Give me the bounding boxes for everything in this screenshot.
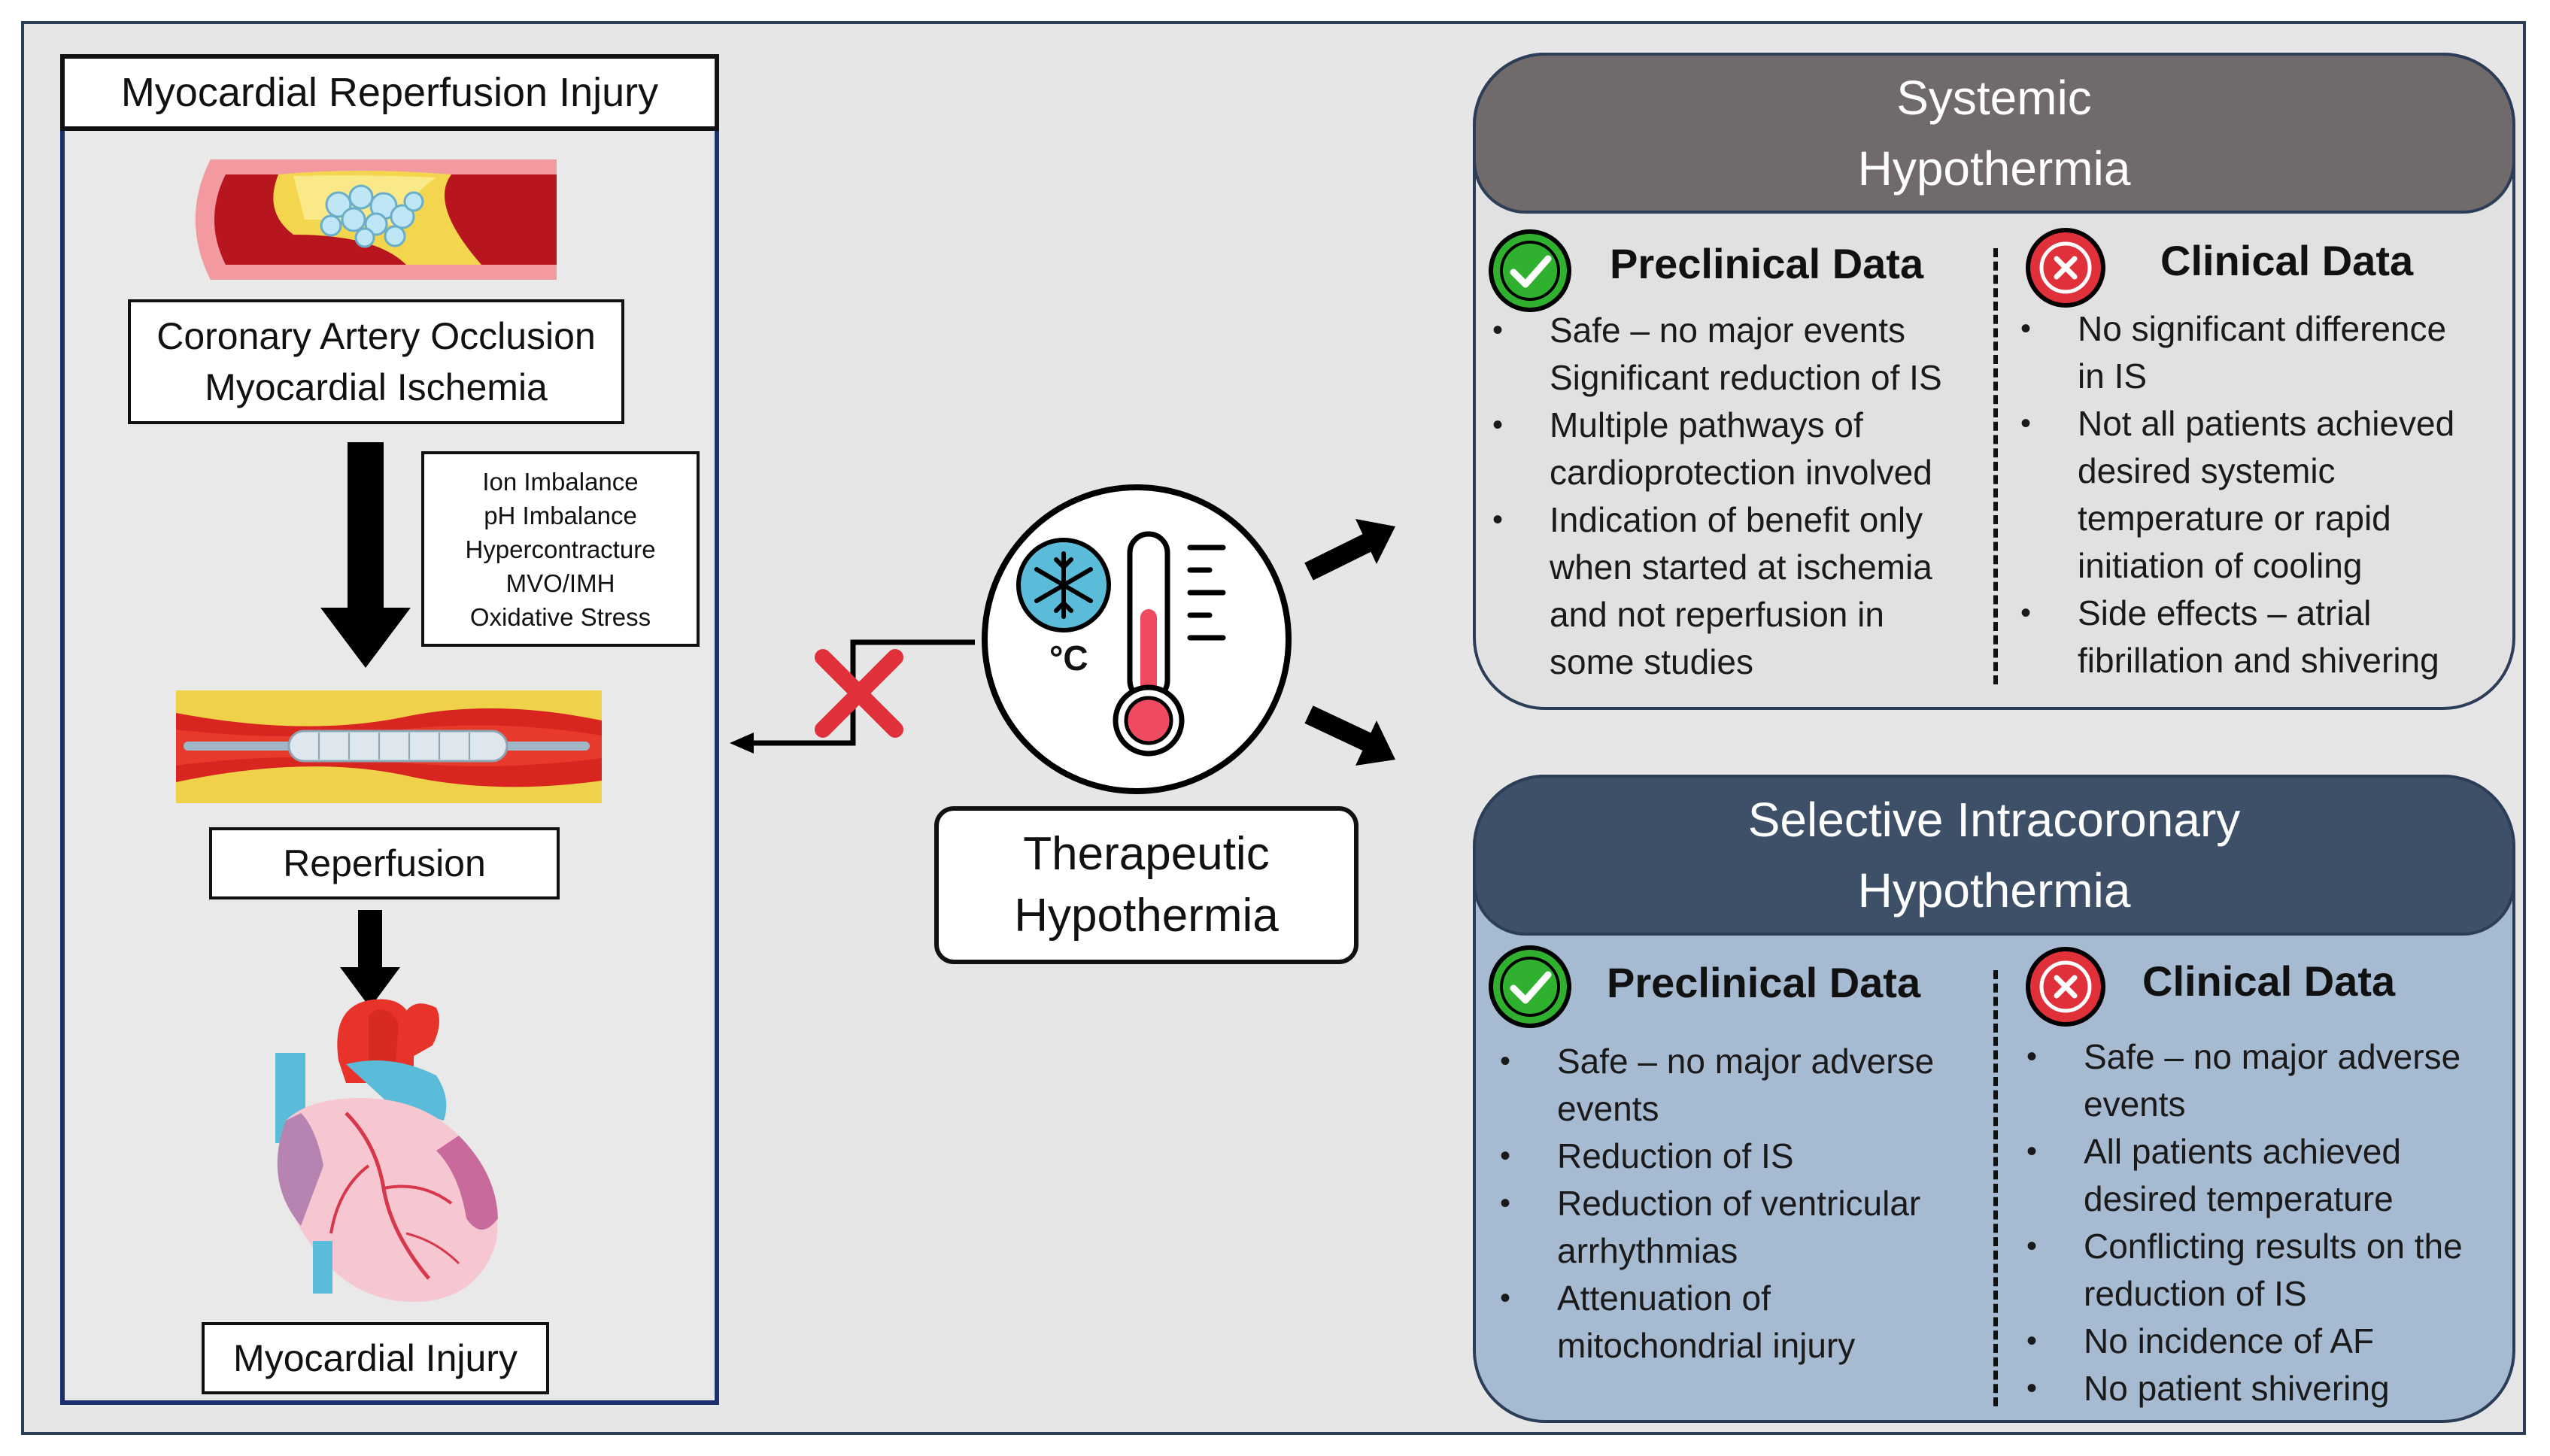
stent-illustration [176, 690, 602, 803]
down-arrow-icon [340, 910, 400, 1008]
mechanism-item: Ion Imbalance [482, 467, 639, 496]
systemic-header: Systemic Hypothermia [1473, 53, 2515, 214]
ischemia-label: Myocardial Ischemia [205, 366, 548, 408]
check-circle-icon [1489, 945, 1571, 1028]
column-separator [1993, 970, 1998, 1406]
down-arrow-icon [320, 442, 411, 668]
heart-illustration [275, 999, 498, 1302]
selective-clinical-title: Clinical Data [2142, 957, 2396, 1005]
mechanisms-box: Ion Imbalance pH Imbalance Hypercontract… [421, 451, 700, 647]
therapy-line2: Hypothermia [1014, 890, 1279, 942]
column-separator [1993, 248, 1998, 684]
degree-label: °C [1049, 639, 1088, 678]
mechanism-item: Oxidative Stress [469, 602, 651, 631]
selective-header: Selective Intracoronary Hypothermia [1473, 775, 2515, 936]
selective-preclinical-title: Preclinical Data [1607, 959, 1921, 1006]
cross-circle-icon [2026, 228, 2105, 308]
list-item: No incidence of AF [2025, 1318, 2506, 1365]
left-panel-title: Myocardial Reperfusion Injury [60, 54, 719, 131]
snowflake-icon [1016, 538, 1111, 632]
arrow-up-right-icon [1304, 519, 1395, 581]
list-item: Reduction of IS [1498, 1133, 1980, 1180]
systemic-title-line1: Systemic [1896, 71, 2092, 125]
myocardial-injury-box: Myocardial Injury [202, 1322, 549, 1394]
selective-title-line1: Selective Intracoronary [1747, 793, 2241, 847]
artery-occlusion-illustration [196, 159, 557, 280]
cross-circle-icon [2026, 947, 2105, 1027]
occlusion-label: Coronary Artery Occlusion [156, 315, 596, 357]
therapeutic-hypothermia-box: Therapeutic Hypothermia [934, 806, 1358, 964]
check-circle-icon [1489, 229, 1571, 312]
mechanism-item: pH Imbalance [484, 501, 637, 529]
systemic-clinical-title: Clinical Data [2160, 237, 2414, 284]
arrow-down-right-icon [1304, 705, 1395, 766]
mechanism-item: MVO/IMH [505, 569, 615, 597]
mechanism-item: Hypercontracture [465, 535, 656, 563]
systemic-title-line2: Hypothermia [1857, 141, 2131, 196]
selective-title-line2: Hypothermia [1857, 863, 2131, 918]
list-item: No patient shivering [2025, 1365, 2506, 1412]
systemic-preclinical-title: Preclinical Data [1610, 240, 1924, 287]
reperfusion-box: Reperfusion [209, 827, 560, 899]
blocked-x-icon [815, 649, 903, 738]
thermometer-icon [982, 484, 1292, 794]
occlusion-ischemia-box: Coronary Artery Occlusion Myocardial Isc… [128, 299, 624, 424]
therapy-line1: Therapeutic [1023, 828, 1270, 880]
